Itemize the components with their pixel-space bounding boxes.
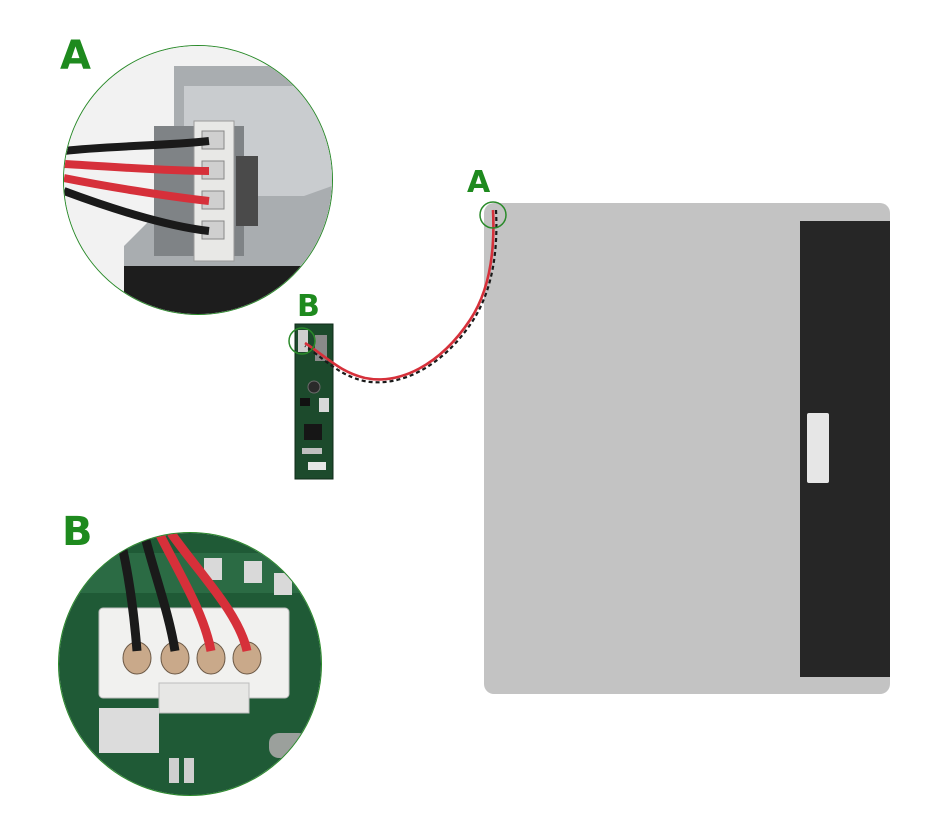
cable-red bbox=[304, 209, 495, 381]
zoom-b-closeup bbox=[58, 532, 322, 796]
battery-connector-closeup-icon bbox=[64, 46, 332, 314]
cable-black bbox=[304, 209, 498, 384]
zoom-a-closeup bbox=[63, 45, 333, 315]
callout-circle-a bbox=[479, 201, 507, 229]
callout-circle-b bbox=[288, 327, 316, 355]
control-board-icon bbox=[294, 323, 334, 480]
pcb-connector-closeup-icon bbox=[59, 533, 321, 795]
board-b-label: B bbox=[297, 289, 320, 324]
display-panel-icon bbox=[484, 203, 890, 694]
panel-a-label: A bbox=[467, 165, 491, 200]
